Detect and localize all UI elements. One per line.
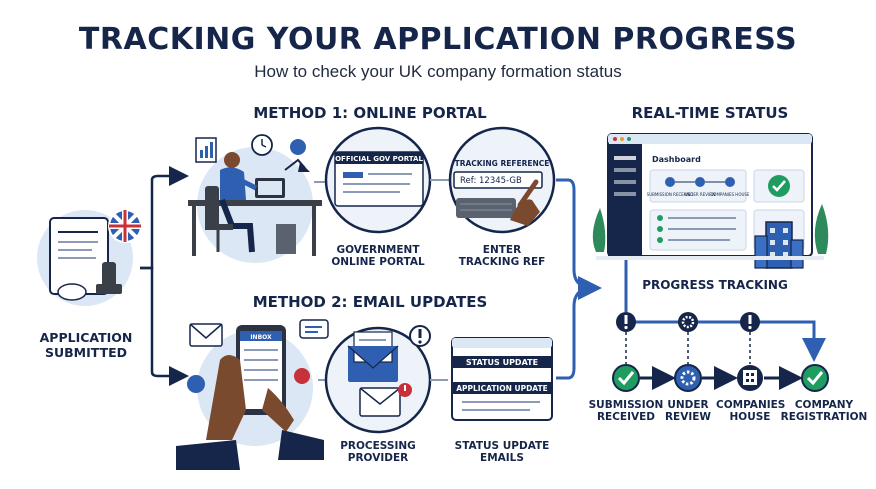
progress-step-icons — [612, 364, 829, 392]
portal-caption-line1: GOVERNMENT — [336, 244, 420, 256]
progress-step-1-line1: SUBMISSION — [588, 399, 664, 411]
dashboard-mini-step-2: UNDER REVIEW — [684, 192, 715, 197]
progress-status-icons — [616, 312, 760, 332]
tracking-heading-text: TRACKING REFERENCE — [455, 159, 550, 168]
dashboard-window — [592, 133, 829, 269]
method1-heading: METHOD 1: ONLINE PORTAL — [253, 104, 487, 122]
tracking-caption-line2: TRACKING REF — [458, 256, 546, 268]
emails-caption-line2: EMAILS — [480, 452, 524, 464]
start-label-line1: APPLICATION — [39, 330, 133, 345]
phone-header-text: INBOX — [250, 334, 272, 341]
status-update-emails-icon — [451, 337, 553, 421]
flow-arrow-method1-to-status — [556, 178, 602, 300]
progress-heading: PROGRESS TRACKING — [642, 278, 788, 292]
tracking-reference-icon — [448, 126, 556, 234]
start-label-line2: SUBMITTED — [44, 345, 128, 360]
progress-step-label-3: COMPANIES HOUSE — [716, 399, 786, 423]
progress-top-rail — [626, 320, 826, 362]
email-tag-application-update: APPLICATION UPDATE — [456, 384, 548, 393]
tracking-caption-line1: ENTER — [482, 244, 522, 256]
application-document-icon — [37, 210, 133, 306]
progress-step-4-line1: COMPANY — [794, 399, 854, 411]
emails-caption-line1: STATUS UPDATE — [454, 440, 550, 452]
uk-flag-icon — [108, 209, 142, 243]
provider-caption-line2: PROVIDER — [347, 452, 409, 464]
government-portal-icon — [324, 126, 432, 234]
dashboard-title: Dashboard — [652, 155, 701, 164]
progress-step-3-line2: HOUSE — [729, 411, 771, 423]
progress-step-3-line1: COMPANIES — [716, 399, 786, 411]
tracking-caption: ENTER TRACKING REF — [442, 244, 562, 268]
office-worker-scene — [188, 134, 322, 263]
provider-caption: PROCESSING PROVIDER — [318, 440, 438, 464]
email-tag-status-update: STATUS UPDATE — [466, 358, 538, 367]
portal-caption: GOVERNMENT ONLINE PORTAL — [318, 244, 438, 268]
progress-step-4-line2: REGISTRATION — [780, 411, 868, 423]
progress-step-2-line1: UNDER — [667, 399, 709, 411]
page-subtitle: How to check your UK company formation s… — [254, 62, 622, 81]
emails-caption: STATUS UPDATE EMAILS — [442, 440, 562, 464]
start-label: APPLICATION SUBMITTED — [20, 330, 152, 360]
phone-inbox-scene — [176, 319, 329, 470]
flow-arrow-method2-to-status — [556, 286, 596, 380]
progress-step-label-2: UNDER REVIEW — [656, 399, 720, 423]
branch-arrow-method2 — [140, 266, 189, 386]
dashboard-mini-step-1: SUBMISSION RECEIVED — [647, 192, 694, 197]
provider-caption-line1: PROCESSING — [340, 440, 416, 452]
tracking-value-text: Ref: 12345-GB — [460, 176, 522, 186]
method2-heading: METHOD 2: EMAIL UPDATES — [252, 293, 488, 311]
dashboard-mini-step-3: COMPANIES HOUSE — [711, 192, 750, 197]
progress-step-2-line2: REVIEW — [664, 411, 712, 423]
portal-sign-text: OFFICIAL GOV PORTAL — [335, 155, 423, 163]
progress-step-1-line2: RECEIVED — [596, 411, 656, 423]
processing-provider-icon — [324, 325, 432, 434]
realtime-heading: REAL-TIME STATUS — [631, 104, 789, 122]
progress-step-label-4: COMPANY REGISTRATION — [778, 399, 870, 423]
portal-caption-line2: ONLINE PORTAL — [331, 256, 425, 268]
page-title: TRACKING YOUR APPLICATION PROGRESS — [78, 22, 798, 57]
progress-step-label-1: SUBMISSION RECEIVED — [586, 399, 666, 423]
branch-arrow-method1 — [140, 166, 189, 270]
